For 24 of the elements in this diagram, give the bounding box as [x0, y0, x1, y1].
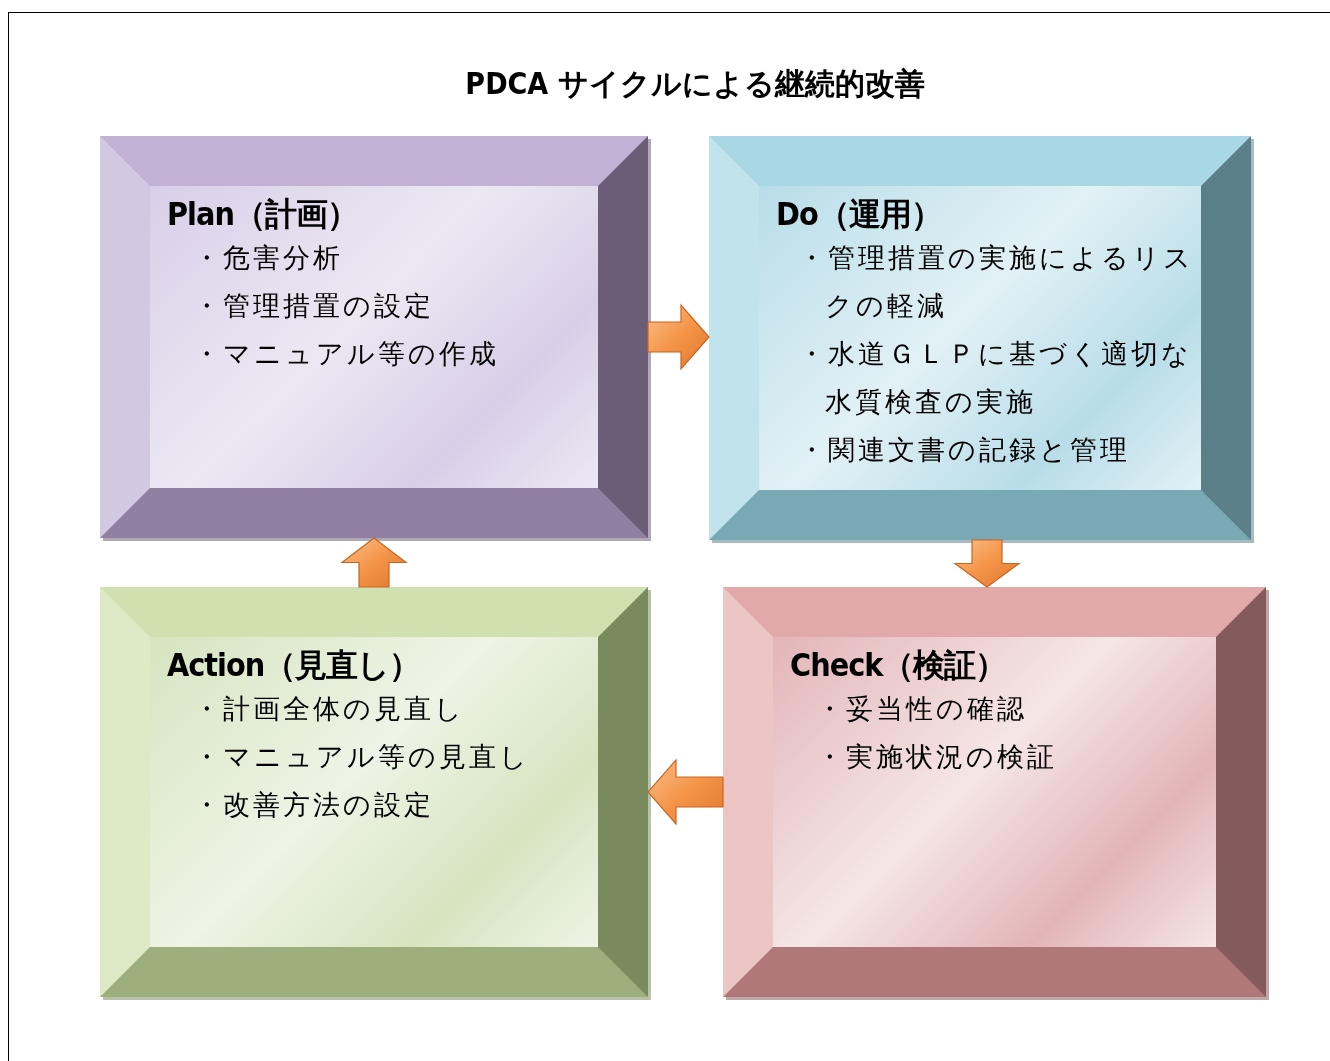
bullet-item: ・マニュアル等の見直し — [193, 740, 531, 774]
block-arrow — [340, 537, 408, 588]
bullet-item: ・水道ＧＬＰに基づく適切な水質検査の実施 — [798, 337, 1193, 419]
bevelled-box — [723, 587, 1266, 997]
bullet-item: ・マニュアル等の作成 — [193, 337, 500, 371]
diagram-title: PDCA サイクルによる継続的改善 — [464, 65, 926, 103]
box-heading: Check（検証） — [790, 645, 1008, 685]
box-heading: Plan（計画） — [167, 194, 359, 234]
bullet-item: ・妥当性の確認 — [816, 692, 1028, 726]
block-arrow — [647, 758, 724, 826]
box-heading: Action（見直し） — [167, 645, 422, 685]
block-arrow — [953, 539, 1021, 588]
box-heading: Do（運用） — [776, 194, 943, 234]
bullet-item: ・実施状況の検証 — [816, 740, 1058, 774]
bullet-item: ・危害分析 — [193, 241, 344, 275]
bevelled-box — [709, 136, 1251, 540]
block-arrow — [647, 303, 710, 371]
bullet-item: ・関連文書の記録と管理 — [798, 433, 1131, 467]
bevelled-box — [100, 587, 648, 997]
bullet-item: ・管理措置の実施によるリスクの軽減 — [798, 241, 1195, 323]
bevelled-box — [100, 136, 648, 538]
bullet-item: ・計画全体の見直し — [193, 692, 466, 726]
bullet-item: ・改善方法の設定 — [193, 788, 435, 822]
bullet-item: ・管理措置の設定 — [193, 289, 435, 323]
